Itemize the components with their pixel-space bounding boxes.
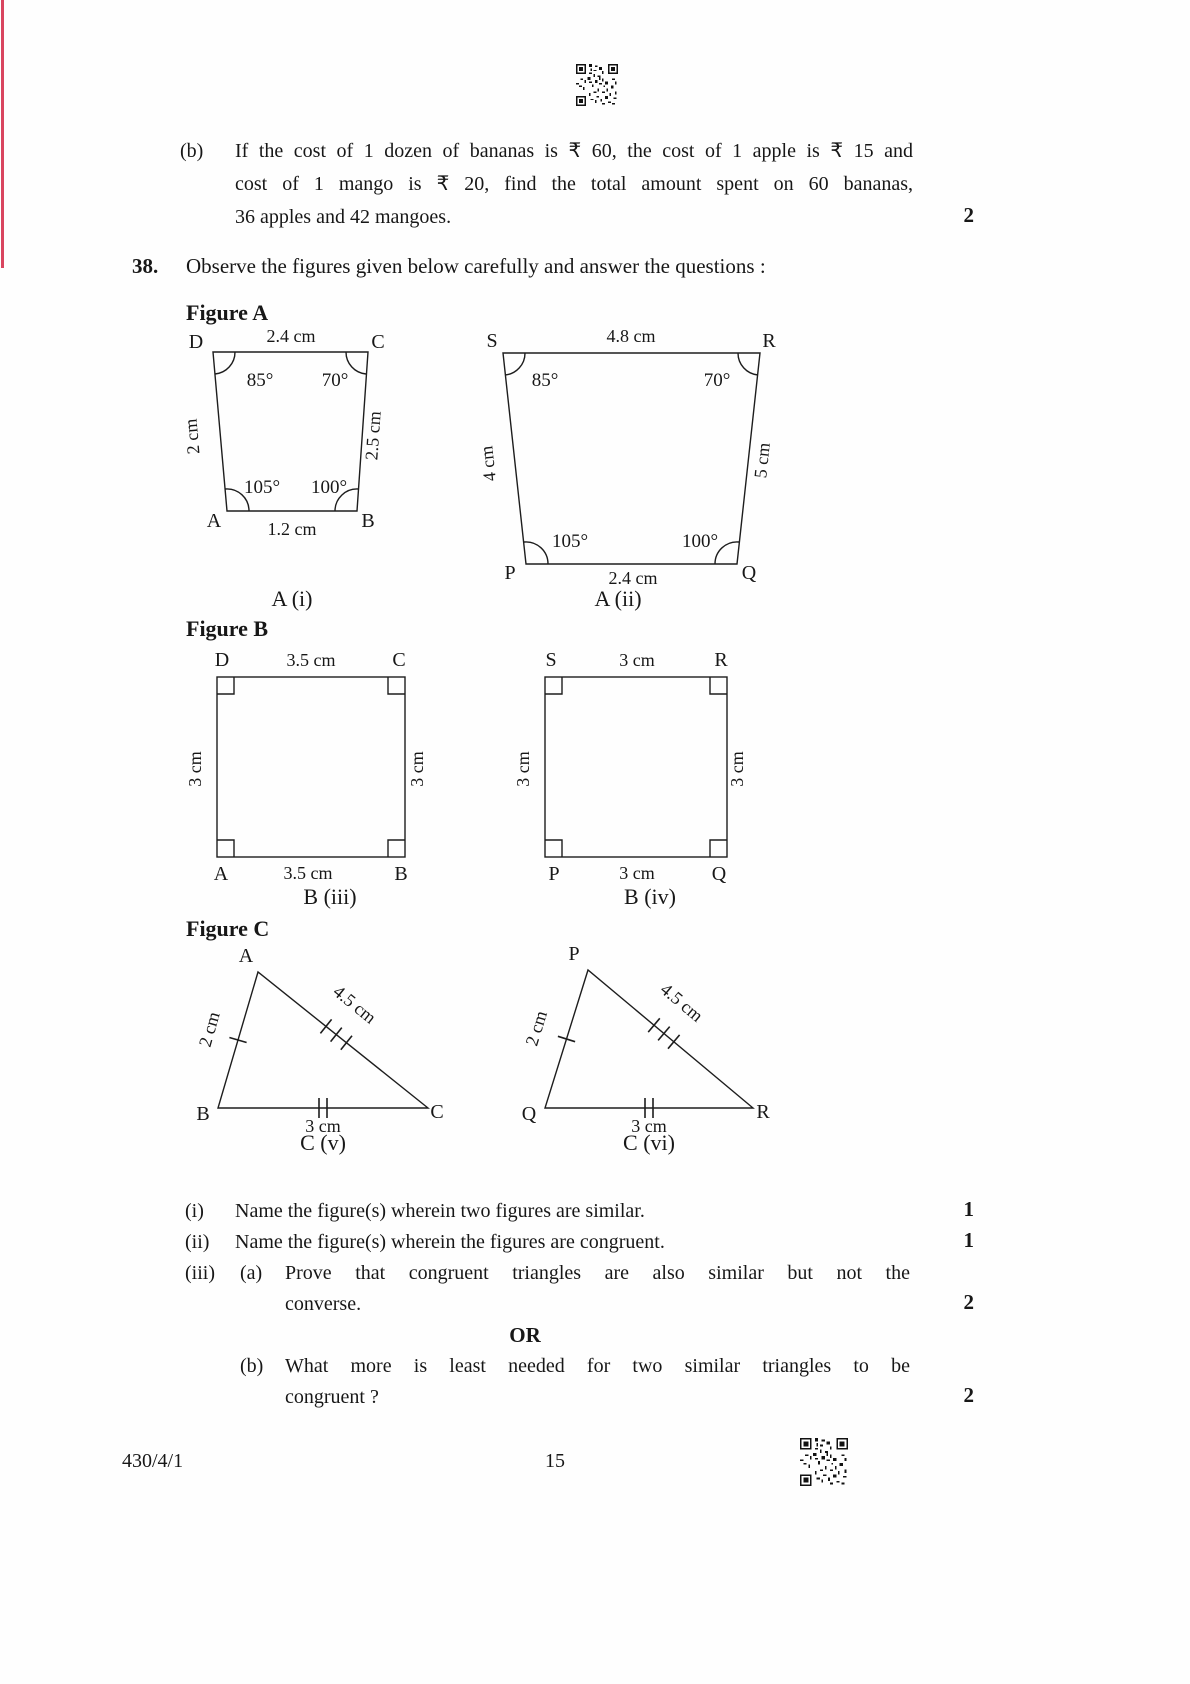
vertex-label: B	[394, 863, 407, 885]
qr-code-top	[576, 64, 618, 106]
subq-b-line1: What more is least needed for two simila…	[285, 1355, 910, 1377]
side-label: 1.2 cm	[268, 519, 317, 539]
vertex-label: A	[214, 863, 229, 885]
side-label: 5 cm	[750, 442, 774, 479]
figure-c-heading: Figure C	[186, 916, 270, 941]
figure-c5-caption: C (v)	[300, 1130, 346, 1155]
side-label: 3 cm	[619, 863, 655, 883]
figure-b4-caption: B (iv)	[624, 884, 676, 909]
subq-b-marks: 2	[963, 1383, 975, 1407]
angle-label: 85°	[532, 370, 559, 391]
subq-ii-text: Name the figure(s) wherein the figures a…	[235, 1231, 665, 1253]
angle-label: 100°	[311, 477, 347, 498]
side-label: 2.4 cm	[609, 568, 658, 588]
angle-label: 100°	[682, 531, 718, 552]
angle-label: 105°	[244, 477, 280, 498]
figure-b4-square: S R P Q 3 cm 3 cm 3 cm 3 cm	[513, 649, 747, 885]
side-label: 4.5 cm	[657, 979, 707, 1026]
subq-iii-marks: 2	[963, 1290, 975, 1314]
side-label: 2.5 cm	[361, 410, 384, 460]
subq-b-line2: congruent ?	[285, 1386, 379, 1408]
subq-ii-marks: 1	[963, 1228, 975, 1252]
paper-code: 430/4/1	[122, 1450, 184, 1472]
side-label: 3.5 cm	[284, 863, 333, 883]
vertex-label: C	[392, 649, 405, 671]
vertex-label: P	[504, 562, 515, 584]
vertex-label: R	[756, 1101, 770, 1123]
side-label: 3 cm	[407, 751, 427, 787]
vertex-label: A	[207, 510, 222, 532]
angle-label: 105°	[552, 531, 588, 552]
side-label: 2 cm	[195, 1010, 224, 1050]
side-label: 2 cm	[522, 1008, 552, 1048]
question-38-text: Observe the figures given below carefull…	[186, 254, 766, 278]
scan-artifact-line	[1, 0, 4, 268]
vertex-label: Q	[522, 1103, 537, 1125]
subq-iii-a-line1: Prove that congruent triangles are also …	[285, 1262, 910, 1284]
figure-a1-caption: A (i)	[271, 586, 313, 611]
figure-b3-rectangle: D C A B 3.5 cm 3.5 cm 3 cm 3 cm	[185, 649, 427, 885]
side-label: 3.5 cm	[287, 650, 336, 670]
side-label: 3 cm	[305, 1116, 341, 1136]
subq-iii-a-line2: converse.	[285, 1293, 362, 1315]
question-b-line3: 36 apples and 42 mangoes.	[235, 206, 452, 228]
side-label: 3 cm	[631, 1116, 667, 1136]
vertex-label: C	[371, 331, 384, 353]
vertex-label: C	[430, 1101, 443, 1123]
subq-i-label: (i)	[185, 1200, 204, 1222]
vertex-label: A	[239, 945, 254, 967]
vertex-label: S	[486, 330, 497, 352]
angle-label: 70°	[322, 370, 349, 391]
figure-b-heading: Figure B	[186, 616, 269, 641]
subq-b-label: (b)	[240, 1355, 264, 1377]
figure-a2-caption: A (ii)	[594, 586, 642, 611]
vertex-label: P	[548, 863, 559, 885]
vertex-label: D	[215, 649, 229, 671]
figure-a2-trapezium: S R P Q 4.8 cm 2.4 cm 4 cm 5 cm 85° 70° …	[476, 326, 776, 588]
subq-ii-label: (ii)	[185, 1231, 210, 1253]
vertex-label: R	[762, 330, 776, 352]
or-separator: OR	[509, 1323, 541, 1347]
subq-iii-label: (iii)	[185, 1262, 215, 1284]
figure-a1-trapezium: D C A B 2.4 cm 1.2 cm 2 cm 2.5 cm 85° 70…	[181, 326, 385, 539]
side-label: 2.4 cm	[267, 326, 316, 346]
vertex-label: B	[196, 1103, 209, 1125]
vertex-label: P	[568, 943, 579, 965]
question-b-label: (b)	[180, 140, 204, 162]
subq-i-marks: 1	[963, 1197, 975, 1221]
side-label: 3 cm	[727, 751, 747, 787]
vertex-label: D	[189, 331, 203, 353]
side-label: 3 cm	[619, 650, 655, 670]
angle-label: 70°	[704, 370, 731, 391]
side-label: 2 cm	[181, 418, 204, 455]
question-38-number: 38.	[132, 254, 159, 278]
vertex-label: Q	[712, 863, 727, 885]
side-label: 4 cm	[476, 445, 500, 482]
figure-b3-caption: B (iii)	[303, 884, 357, 909]
page-number: 15	[545, 1450, 565, 1472]
side-label: 3 cm	[185, 751, 205, 787]
vertex-label: R	[714, 649, 728, 671]
figure-c6-caption: C (vi)	[623, 1130, 675, 1155]
vertex-label: S	[545, 649, 556, 671]
qr-code-bottom	[800, 1438, 848, 1486]
figure-c5-triangle: A B C 2 cm 4.5 cm 3 cm	[195, 945, 444, 1136]
side-label: 4.5 cm	[329, 981, 380, 1027]
vertex-label: Q	[742, 562, 757, 584]
question-b-line1: If the cost of 1 dozen of bananas is ₹ 6…	[235, 140, 913, 162]
figure-c6-triangle: P Q R 2 cm 4.5 cm 3 cm	[522, 943, 771, 1136]
side-label: 3 cm	[513, 751, 533, 787]
side-label: 4.8 cm	[607, 326, 656, 346]
figure-a-heading: Figure A	[186, 300, 269, 325]
question-b-line2: cost of 1 mango is ₹ 20, find the total …	[235, 173, 913, 195]
vertex-label: B	[361, 510, 374, 532]
question-b-marks: 2	[963, 203, 975, 227]
subq-i-text: Name the figure(s) wherein two figures a…	[235, 1200, 645, 1222]
angle-label: 85°	[247, 370, 274, 391]
subq-iii-a-label: (a)	[240, 1262, 263, 1284]
